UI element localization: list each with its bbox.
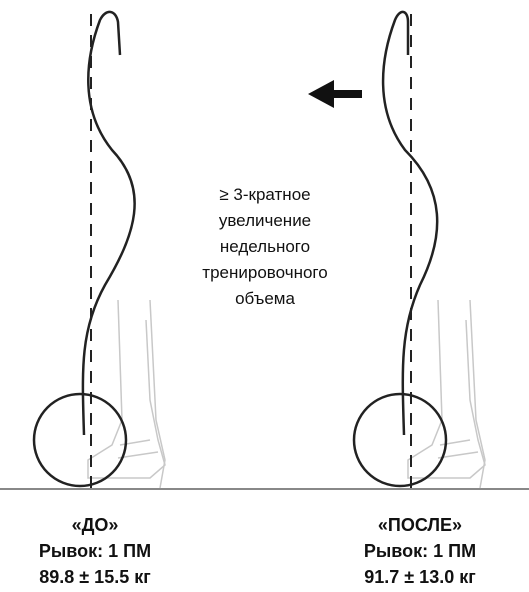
- before-lift: Рывок: 1 ПМ: [38, 541, 152, 561]
- bar-path-before: [81, 10, 136, 436]
- center-text-line-4: тренировочного: [202, 263, 328, 282]
- before-label: «ДО»: [71, 515, 119, 535]
- after-label: «ПОСЛЕ»: [377, 515, 463, 535]
- before-value: 89.8 ± 15.5 кг: [39, 567, 151, 587]
- caption-before: «ДО» Рывок: 1 ПМ 89.8 ± 15.5 кг: [0, 512, 190, 590]
- after-value: 91.7 ± 13.0 кг: [364, 567, 476, 587]
- barbell-plate-after: [352, 392, 448, 488]
- barbell-plate-before: [32, 392, 128, 488]
- caption-after: «ПОСЛЕ» Рывок: 1 ПМ 91.7 ± 13.0 кг: [325, 512, 515, 590]
- center-text-line-3: недельного: [219, 237, 311, 256]
- center-text-line-5: объема: [235, 289, 295, 308]
- bar-path-after: [381, 10, 439, 436]
- center-text-line-1: ≥ 3-кратное: [219, 185, 311, 204]
- center-text-line-2: увеличение: [218, 211, 312, 230]
- after-lift: Рывок: 1 ПМ: [363, 541, 477, 561]
- shift-arrow: [308, 80, 362, 108]
- lifter-feet-after: [407, 299, 486, 489]
- lifter-feet-before: [87, 299, 166, 489]
- volume-increase-text: ≥ 3-кратное увеличение недельного тренир…: [175, 182, 355, 312]
